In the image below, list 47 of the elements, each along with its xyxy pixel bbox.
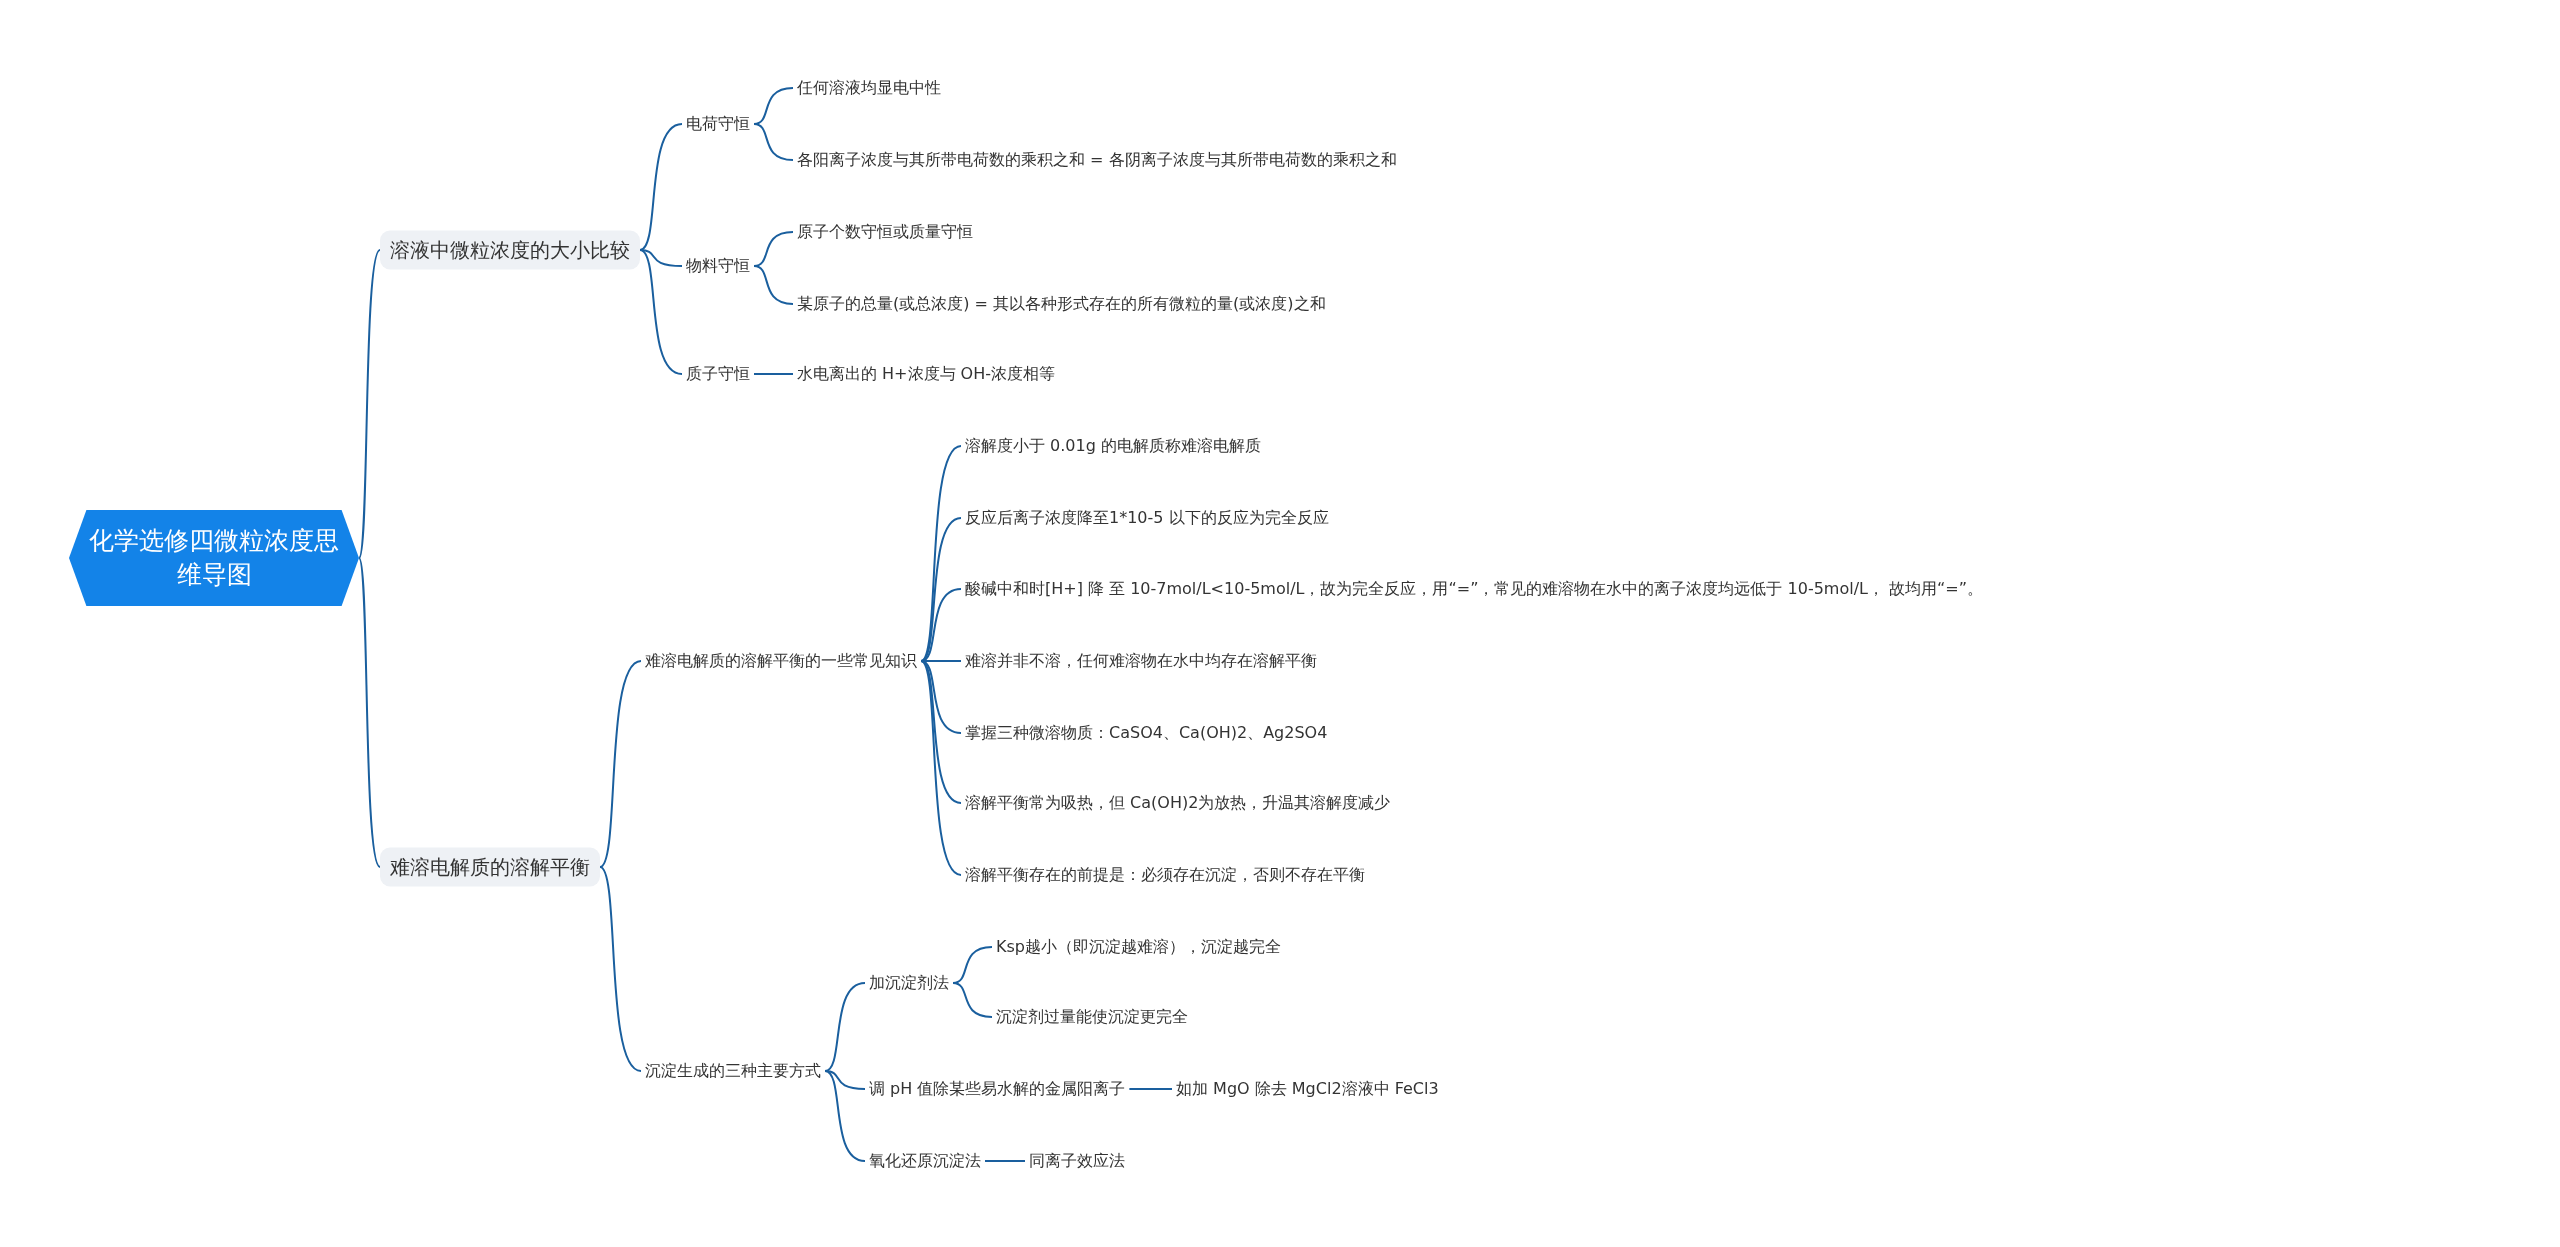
connector-line [358,249,381,559]
connector-line [639,123,683,251]
topic-text: 如加 MgO 除去 MgCl2溶液中 FeCl3 [1172,1076,1443,1102]
topic-box: 难溶电解质的溶解平衡 [380,847,600,887]
connector-line [824,1070,866,1090]
connector-line [824,982,866,1072]
topic-text: 沉淀生成的三种主要方式 [641,1058,825,1084]
topic-text: 难溶并非不溶，任何难溶物在水中均存在溶解平衡 [961,648,1321,674]
topic-text: 水电离出的 H+浓度与 OH-浓度相等 [793,361,1059,387]
topic-text: 质子守恒 [682,361,754,387]
connector-line [920,588,962,662]
topic-text: 各阳离子浓度与其所带电荷数的乘积之和 = 各阴离子浓度与其所带电荷数的乘积之和 [793,147,1401,173]
connector-line [599,866,642,1072]
connector-line [920,660,962,734]
connector-line [920,660,962,876]
topic-text: 溶解度小于 0.01g 的电解质称难溶电解质 [961,433,1265,459]
topic-text: 调 pH 值除某些易水解的金属阳离子 [865,1076,1130,1102]
topic-text: 难溶电解质的溶解平衡的一些常见知识 [641,648,921,674]
topic-box: 溶液中微粒浓度的大小比较 [380,230,640,270]
topic-text: 同离子效应法 [1025,1148,1129,1174]
topic-text: 加沉淀剂法 [865,970,953,996]
connector-line [358,557,381,868]
topic-text: 原子个数守恒或质量守恒 [793,219,977,245]
connector-line [1128,1088,1173,1090]
topic-text: 物料守恒 [682,253,754,279]
topic-text: 溶解平衡存在的前提是：必须存在沉淀，否则不存在平衡 [961,862,1369,888]
connector-line [952,982,993,1018]
topic-text: 沉淀剂过量能使沉淀更完全 [992,1004,1192,1030]
topic-text: 溶解平衡常为吸热，但 Ca(OH)2为放热，升温其溶解度减少 [961,790,1395,816]
connector-line [639,249,683,267]
connector-line [824,1070,866,1162]
connector-line [920,445,962,662]
connector-line [753,265,794,305]
topic-text: 任何溶液均显电中性 [793,75,945,101]
topic-text: 氧化还原沉淀法 [865,1148,985,1174]
connector-line [984,1160,1026,1162]
central-topic-box: 化学选修四微粒浓度思维导图 [69,510,359,606]
connector-line [753,373,794,375]
topic-text: 反应后离子浓度降至1*10-5 以下的反应为完全反应 [961,505,1333,531]
topic-text: 电荷守恒 [682,111,754,137]
topic-text: 掌握三种微溶物质：CaSO4、Ca(OH)2、Ag2SO4 [961,720,1332,746]
connector-line [753,123,794,161]
topic-text: Ksp越小（即沉淀越难溶），沉淀越完全 [992,934,1285,960]
topic-text: 酸碱中和时[H+] 降 至 10-7mol/L<10-5mol/L，故为完全反应，用“=”，常见的难溶物在水中的离子浓度均远低于 10-5mol/L， 故均用“=”。 [961,576,1988,602]
topic-text: 某原子的总量(或总浓度) = 其以各种形式存在的所有微粒的量(或浓度)之和 [793,291,1330,317]
connector-line [639,249,683,375]
connector-line [599,660,642,868]
